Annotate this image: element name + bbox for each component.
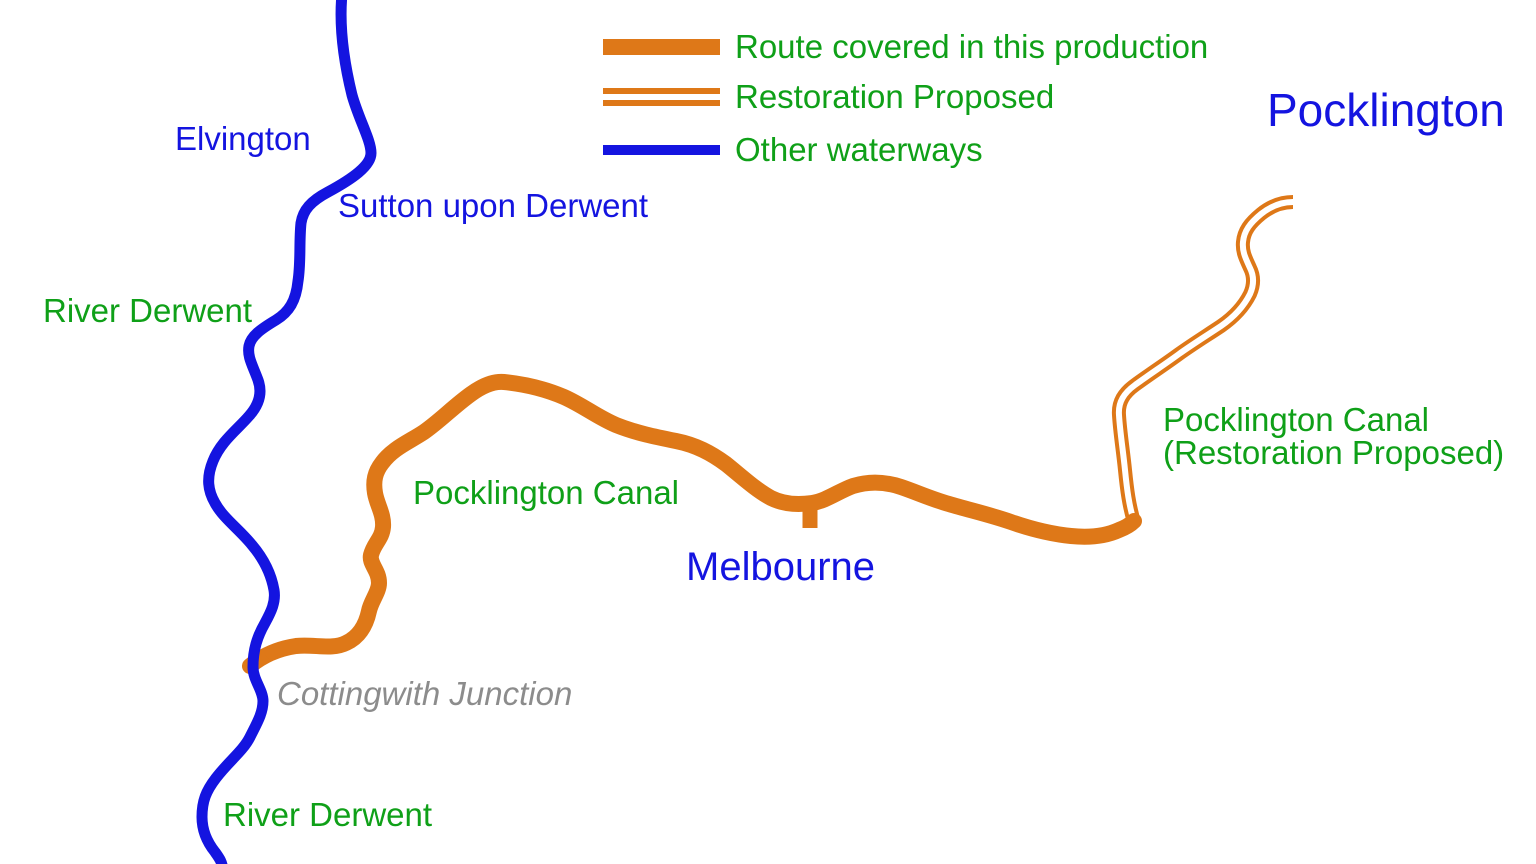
label-river-derwent-upper: River Derwent [43,292,253,329]
legend-swatch-double-orange [603,88,720,106]
label-elvington: Elvington [175,120,311,157]
label-melbourne: Melbourne [686,545,876,589]
label-pocklington-canal: Pocklington Canal [413,474,679,511]
label-restoration-line2: (Restoration Proposed) [1163,434,1505,471]
legend-swatch-solid-blue [603,145,720,155]
legend-item-restoration-proposed: Restoration Proposed [603,78,1054,115]
legend-label-route-covered: Route covered in this production [735,28,1209,65]
legend-item-other-waterways: Other waterways [603,131,983,168]
label-pocklington: Pocklington [1267,84,1505,136]
label-cottingwith-junction: Cottingwith Junction [277,675,573,712]
river-derwent-line [196,0,377,864]
pocklington-canal-line [242,373,1142,674]
legend-item-route-covered: Route covered in this production [603,28,1208,65]
legend-swatch-solid-orange [603,39,720,55]
legend-label-other-waterways: Other waterways [735,131,983,168]
label-pocklington-canal-restoration: Pocklington Canal (Restoration Proposed) [1163,403,1504,469]
legend-label-restoration-proposed: Restoration Proposed [735,78,1055,115]
label-restoration-line1: Pocklington Canal [1163,401,1429,438]
label-river-derwent-lower: River Derwent [223,796,433,833]
restoration-proposed-line-outer [1111,195,1294,524]
label-sutton-upon-derwent: Sutton upon Derwent [338,187,649,224]
restoration-proposed-line-inner [1115,199,1294,523]
